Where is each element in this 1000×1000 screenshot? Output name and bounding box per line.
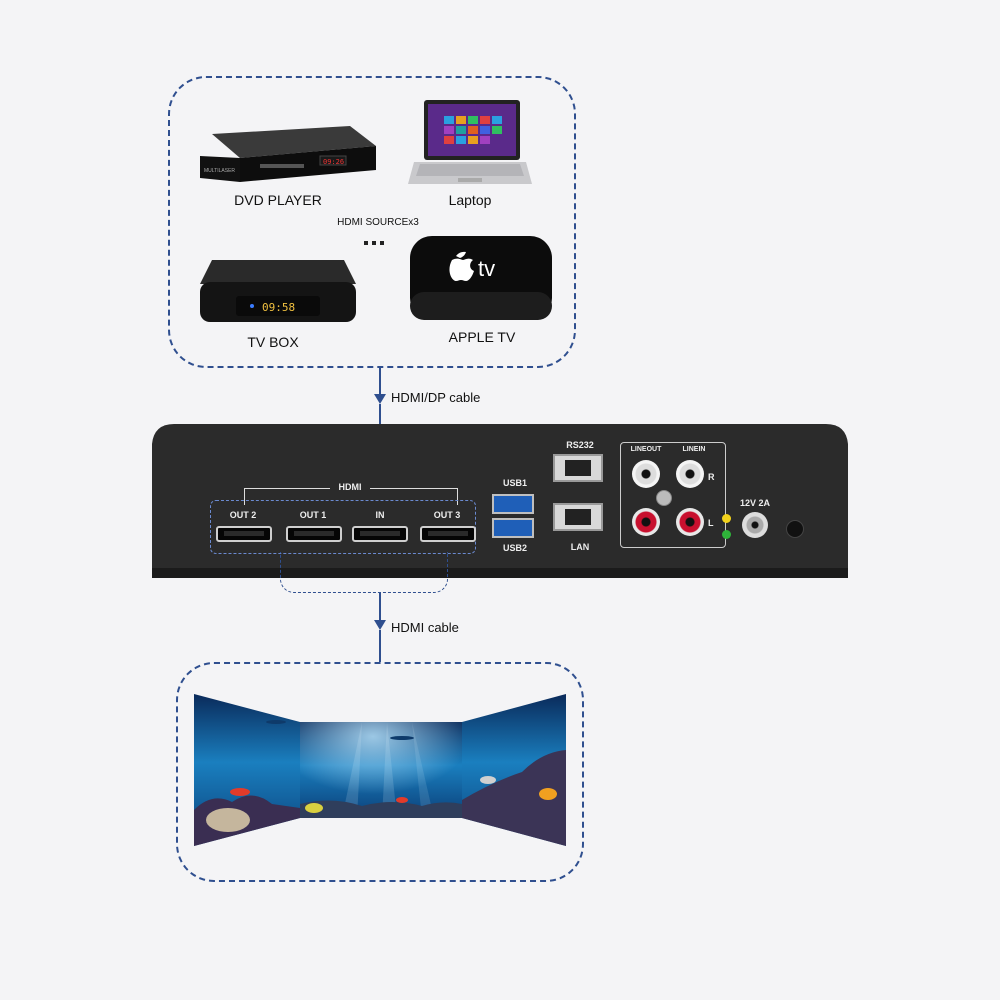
output-cable-line	[379, 592, 381, 622]
line-in-right-jack[interactable]	[676, 460, 704, 488]
hdmi-out2-port[interactable]	[216, 526, 272, 542]
video-wall-image	[192, 692, 568, 848]
usb2-label: USB2	[502, 543, 527, 553]
output-cable-line-lower	[379, 630, 381, 662]
line-in-label: LINEIN	[682, 446, 706, 453]
source-devices-group	[168, 76, 576, 368]
audio-panel-frame	[620, 442, 726, 548]
dvd-player-label: DVD PLAYER	[234, 192, 322, 208]
input-cable-line	[379, 368, 381, 396]
hdmi-group-label: HDMI	[330, 482, 370, 492]
input-arrow-icon	[374, 394, 386, 404]
ellipsis-icon	[364, 232, 390, 245]
reset-button[interactable]	[786, 520, 804, 538]
status-led-green	[722, 530, 731, 539]
port-label-out1: OUT 1	[299, 510, 327, 520]
dvd-brand-text: MULTILASER	[204, 168, 235, 174]
usb2-port[interactable]	[492, 518, 534, 538]
hdmi-out1-port[interactable]	[286, 526, 342, 542]
port-label-out3: OUT 3	[433, 510, 461, 520]
apple-logo-icon	[449, 251, 474, 281]
left-channel-label: L	[708, 518, 714, 528]
output-ports-bracket	[280, 552, 448, 593]
apple-tv-logo-text: tv	[478, 256, 495, 281]
hdmi-in-port[interactable]	[352, 526, 408, 542]
apple-tv-image: tv	[408, 234, 554, 324]
usb1-port[interactable]	[492, 494, 534, 514]
lan-port[interactable]	[553, 503, 603, 531]
hdmi-source-count-label: HDMI SOURCEx3	[337, 217, 419, 228]
apple-tv-label: APPLE TV	[448, 329, 516, 345]
laptop-label: Laptop	[448, 192, 492, 208]
tv-box-display-text: 09:58	[262, 301, 295, 314]
output-cable-label: HDMI cable	[391, 620, 459, 635]
tv-box-label: TV BOX	[247, 334, 299, 350]
dvd-player-image: 09:26 MULTILASER	[200, 124, 376, 184]
line-out-right-jack[interactable]	[632, 460, 660, 488]
power-dc-jack[interactable]	[742, 512, 768, 538]
line-out-left-jack[interactable]	[632, 508, 660, 536]
port-label-in: IN	[375, 510, 385, 520]
dvd-display-text: 09:26	[323, 158, 344, 166]
laptop-image	[408, 98, 532, 190]
line-out-label: LINEOUT	[630, 446, 662, 453]
ground-screw-icon	[656, 490, 672, 506]
port-label-out2: OUT 2	[229, 510, 257, 520]
tv-box-image: 09:58	[198, 258, 358, 328]
rs232-label: RS232	[566, 440, 594, 450]
right-channel-label: R	[708, 472, 715, 482]
status-led-yellow	[722, 514, 731, 523]
rs232-port[interactable]	[553, 454, 603, 482]
power-label: 12V 2A	[739, 498, 771, 508]
lan-label: LAN	[570, 542, 590, 552]
hdmi-out3-port[interactable]	[420, 526, 476, 542]
display-wall-group	[176, 662, 584, 882]
usb1-label: USB1	[502, 478, 527, 488]
input-cable-label: HDMI/DP cable	[391, 390, 481, 405]
line-in-left-jack[interactable]	[676, 508, 704, 536]
output-arrow-icon	[374, 620, 386, 630]
